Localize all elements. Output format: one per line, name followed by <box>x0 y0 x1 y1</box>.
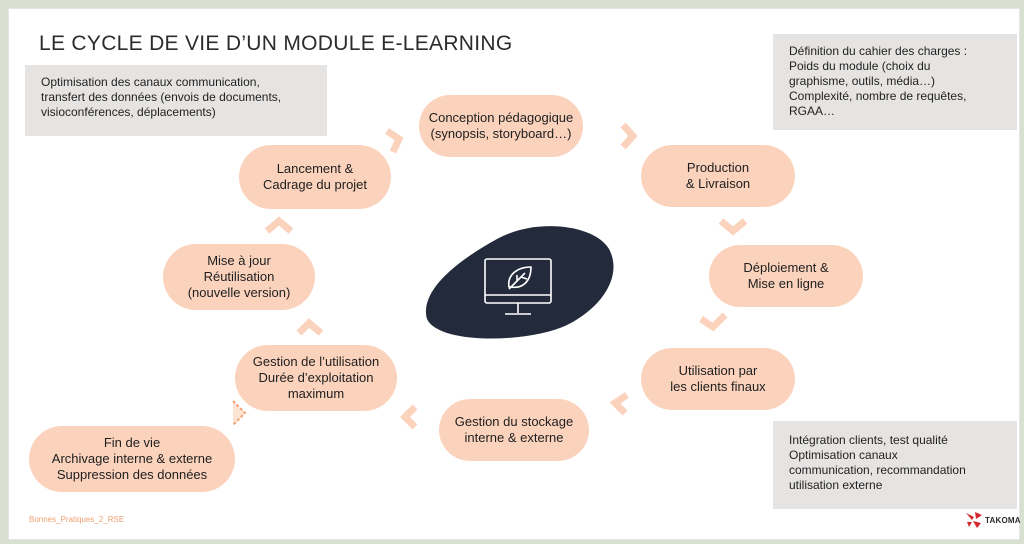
chevron-up-icon <box>296 318 324 336</box>
stage-line: (nouvelle version) <box>187 285 291 300</box>
stage-line: Production <box>686 160 750 175</box>
footer-source: Bonnes_Pratiques_2_RSE <box>29 515 125 524</box>
stage-conception: Conception pédagogique (synopsis, storyb… <box>419 95 583 157</box>
stage-line: (synopsis, storyboard…) <box>430 126 572 141</box>
stage-lancement: Lancement & Cadrage du projet <box>239 145 391 209</box>
note-line: Optimisation des canaux communication, <box>41 75 260 89</box>
note-line: utilisation externe <box>789 478 883 492</box>
note-line: Optimisation canaux <box>789 448 898 462</box>
note-line: graphisme, outils, média…) <box>789 74 936 88</box>
stage-line: maximum <box>287 386 345 401</box>
chevron-down-icon <box>699 312 728 332</box>
stage-production: Production & Livraison <box>641 145 795 207</box>
chevron-down-left-icon <box>232 400 247 426</box>
stage-line: Mise en ligne <box>747 276 825 291</box>
note-line: Définition du cahier des charges : <box>789 44 968 58</box>
note-line: Intégration clients, test qualité <box>789 433 948 447</box>
stage-fin-de-vie: Fin de vie Archivage interne & externe S… <box>29 426 235 492</box>
stage-line: Suppression des données <box>56 467 208 482</box>
note-line: Poids du module (choix du <box>789 59 931 73</box>
chevron-up-icon <box>264 216 294 234</box>
chevron-down-icon <box>718 218 748 236</box>
stage-line: Réutilisation <box>203 269 275 284</box>
stage-line: Conception pédagogique <box>428 110 574 125</box>
takoma-logo: TAKOMA <box>965 511 1021 529</box>
stage-line: interne & externe <box>464 430 564 445</box>
stage-line: Gestion de l’utilisation <box>252 354 380 369</box>
center-blob <box>425 226 614 339</box>
note-line: visioconférences, déplacements) <box>41 105 216 119</box>
stage-line: Lancement & <box>276 161 354 176</box>
logo-text: TAKOMA <box>985 515 1021 525</box>
stage-line: Gestion du stockage <box>454 414 574 429</box>
slide: LE CYCLE DE VIE D’UN MODULE E-LEARNING O… <box>8 8 1021 540</box>
stage-line: les clients finaux <box>670 379 766 394</box>
stage-stockage: Gestion du stockage interne & externe <box>439 399 589 461</box>
stage-utilisation: Utilisation par les clients finaux <box>641 348 795 410</box>
note-communication-optimisation: Optimisation des canaux communication, t… <box>25 65 327 136</box>
stage-mise-a-jour: Mise à jour Réutilisation (nouvelle vers… <box>163 244 315 310</box>
stage-deploiement: Déploiement & Mise en ligne <box>709 245 863 307</box>
stage-line: Durée d’exploitation <box>258 370 374 385</box>
chevron-right-icon <box>385 128 404 154</box>
stage-line: Utilisation par <box>678 363 758 378</box>
stage-line: Cadrage du projet <box>262 177 368 192</box>
note-cahier-des-charges: Définition du cahier des charges : Poids… <box>773 34 1017 130</box>
note-line: Complexité, nombre de requêtes, <box>789 89 967 103</box>
page-title: LE CYCLE DE VIE D’UN MODULE E-LEARNING <box>39 32 513 55</box>
note-line: transfert des données (envois de documen… <box>41 90 282 104</box>
chevron-left-icon <box>609 392 629 416</box>
center-illustration <box>417 221 617 345</box>
note-integration-clients: Intégration clients, test qualité Optimi… <box>773 421 1017 509</box>
stage-line: Fin de vie <box>103 435 161 450</box>
stage-line: Déploiement & <box>743 260 829 275</box>
stage-line: Mise à jour <box>207 253 271 268</box>
stage-line: & Livraison <box>685 176 751 191</box>
chevron-right-icon <box>620 122 638 150</box>
takoma-logo-icon <box>966 512 982 528</box>
monitor-leaf-icon <box>484 258 552 315</box>
chevron-left-icon <box>400 404 418 430</box>
note-line: communication, recommandation <box>789 463 966 477</box>
note-line: RGAA… <box>789 104 836 118</box>
stage-line: Archivage interne & externe <box>51 451 213 466</box>
stage-gestion-utilisation: Gestion de l’utilisation Durée d’exploit… <box>235 345 397 411</box>
